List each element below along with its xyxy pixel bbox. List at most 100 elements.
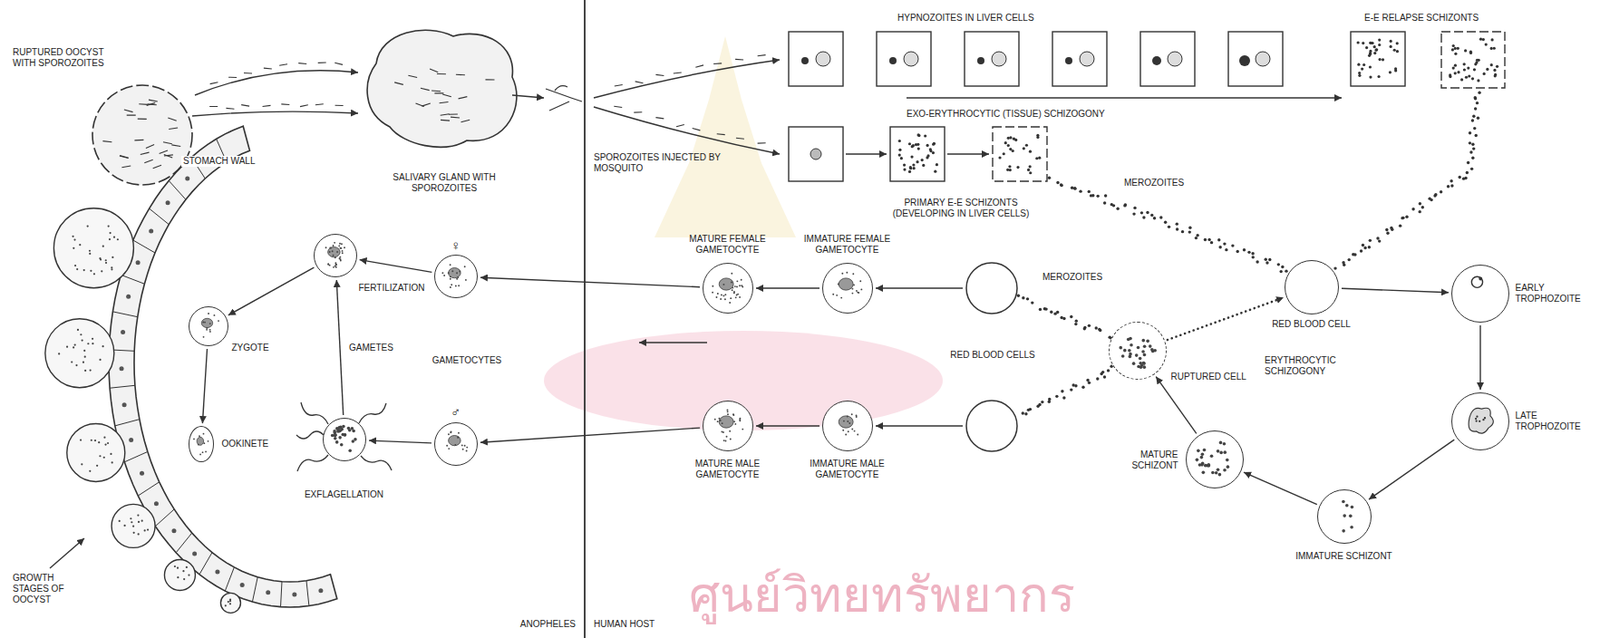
stipple-dot bbox=[325, 246, 328, 249]
stipple-dot bbox=[332, 244, 335, 247]
oocyst-stipple bbox=[111, 461, 114, 464]
merozoite-dot bbox=[1017, 293, 1020, 297]
wall-cell-border bbox=[224, 567, 234, 592]
parasite-nucleus bbox=[196, 436, 204, 446]
stipple-dot bbox=[1201, 452, 1205, 456]
liver-cell bbox=[1140, 31, 1195, 87]
merozoite-dot bbox=[1142, 215, 1145, 219]
wall-cell-nucleus bbox=[128, 437, 134, 443]
parasite-nucleus bbox=[448, 268, 462, 279]
red-blood-cell bbox=[966, 400, 1018, 452]
merozoite-dot bbox=[1473, 67, 1476, 71]
sporozoite bbox=[164, 155, 173, 158]
merozoite-dot bbox=[1359, 249, 1363, 253]
merozoite-dot bbox=[1264, 258, 1268, 262]
stipple-dot bbox=[454, 444, 456, 447]
merozoite-dot bbox=[1207, 238, 1211, 242]
stipple-dot bbox=[449, 431, 452, 434]
diagram-label: MEROZOITES bbox=[1124, 177, 1197, 189]
stipple-dot bbox=[203, 321, 206, 324]
merozoite-dot bbox=[1389, 39, 1393, 43]
merozoite-dot bbox=[1059, 184, 1063, 187]
sporozoite bbox=[164, 155, 174, 156]
stipple-dot bbox=[731, 289, 734, 291]
merozoite-dot bbox=[1070, 186, 1074, 190]
oocyst-stipple bbox=[99, 258, 102, 261]
oocyst-stipple bbox=[146, 529, 149, 532]
stage-arrow-connector bbox=[1341, 288, 1449, 293]
oocyst-stipple bbox=[83, 269, 86, 272]
merozoite-dot bbox=[898, 139, 902, 143]
cell-node: IMMATURE FEMALE GAMETOCYTE bbox=[822, 262, 873, 314]
merozoite-dot bbox=[1482, 38, 1485, 41]
stipple-dot bbox=[1226, 465, 1231, 469]
stipple-dot bbox=[847, 430, 850, 433]
cell-drawing bbox=[314, 234, 356, 276]
merozoite-dot bbox=[1495, 65, 1499, 68]
oocyst-stipple bbox=[111, 256, 114, 259]
stipple-dot bbox=[338, 436, 342, 440]
stage-arrow-connector bbox=[1368, 439, 1455, 500]
stipple-dot bbox=[728, 301, 731, 304]
merozoite-dot bbox=[917, 146, 921, 150]
sporozoite bbox=[713, 62, 722, 65]
stipple-dot bbox=[199, 454, 202, 456]
stipple-dot bbox=[1151, 349, 1155, 354]
merozoite-dot bbox=[1347, 258, 1351, 262]
flagellum bbox=[296, 431, 324, 439]
stipple-dot bbox=[1136, 346, 1141, 350]
hypnozoite bbox=[977, 57, 985, 65]
stipple-dot bbox=[859, 280, 862, 282]
merozoite-dot bbox=[908, 170, 912, 174]
cell-drawing bbox=[323, 418, 365, 460]
wall-cell-nucleus bbox=[135, 260, 141, 265]
wall-cell-nucleus bbox=[192, 551, 197, 556]
stipple-dot bbox=[329, 247, 332, 250]
merozoite-dot bbox=[1456, 70, 1460, 74]
stipple-dot bbox=[455, 271, 458, 274]
oocyst-stipple bbox=[77, 329, 79, 331]
sporozoite bbox=[148, 99, 158, 102]
stage-arrow bbox=[947, 153, 990, 155]
oocyst-stipple bbox=[141, 520, 144, 523]
merozoite-dot bbox=[1097, 328, 1101, 331]
sporozoite bbox=[614, 85, 623, 87]
merozoite-dot bbox=[1036, 135, 1039, 139]
oocyst-stipple bbox=[98, 358, 101, 361]
hypnozoite-liver-cells bbox=[788, 31, 1283, 87]
oocyst-stipple bbox=[80, 463, 83, 466]
oocyst-stipple bbox=[102, 345, 105, 348]
cell-label: LATE TROPHOZOITE bbox=[1515, 410, 1596, 433]
stipple-dot bbox=[332, 266, 335, 269]
merozoite-dot bbox=[1040, 400, 1044, 404]
stipple-dot bbox=[447, 447, 450, 450]
merozoite-dot bbox=[1004, 141, 1008, 145]
cell-label: FERTILIZATION bbox=[358, 282, 446, 294]
merozoite-dot bbox=[1007, 136, 1010, 140]
oocyst bbox=[45, 319, 115, 388]
primary-liver-cell bbox=[992, 126, 1048, 182]
stipple-dot bbox=[851, 428, 854, 431]
liver-cell bbox=[1228, 31, 1283, 87]
merozoite-dot bbox=[1008, 164, 1011, 168]
merozoite-dot bbox=[1073, 186, 1077, 190]
wall-cell-border bbox=[175, 533, 193, 553]
merozoite-dot bbox=[917, 134, 921, 137]
parasite-nucleus bbox=[718, 416, 734, 428]
merozoite-dot bbox=[1055, 395, 1058, 398]
sporozoite bbox=[736, 137, 745, 140]
merozoite-dot bbox=[1483, 72, 1486, 76]
merozoite-dot bbox=[1471, 118, 1474, 122]
merozoite-dot bbox=[1376, 236, 1379, 240]
merozoite-dot bbox=[1357, 71, 1361, 75]
sporozoite bbox=[140, 152, 150, 155]
stage-arrow-connector bbox=[1243, 472, 1318, 505]
stipple-dot bbox=[1145, 339, 1150, 344]
merozoite-dot bbox=[1069, 387, 1073, 391]
stipple-dot bbox=[458, 271, 461, 273]
growth-arrow bbox=[49, 538, 85, 569]
stipple-dot bbox=[851, 413, 854, 416]
salivary-gland bbox=[367, 29, 517, 147]
oocyst-stipple bbox=[71, 235, 74, 238]
